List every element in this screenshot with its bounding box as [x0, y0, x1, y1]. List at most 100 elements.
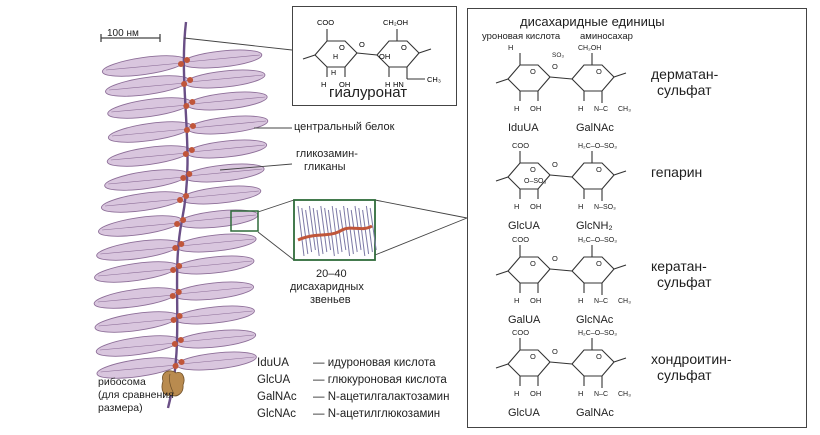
legend-abbr: IduUA — [257, 357, 289, 369]
attachment-dot — [182, 151, 189, 157]
disaccharide-structure — [495, 245, 627, 295]
attachment-dot — [183, 193, 190, 199]
zoom-label-line2: дисахаридных — [290, 281, 364, 293]
atom-o-link: O — [552, 62, 558, 71]
gag-type-name-line2: сульфат — [657, 274, 712, 290]
gag-chain-right — [176, 351, 257, 371]
gag-chain-right — [175, 329, 257, 349]
gag-chain-right — [187, 115, 269, 135]
gag-type-name-line2: сульфат — [657, 367, 712, 383]
hya-o-ring2: O — [401, 43, 407, 52]
legend-abbr: GalNAc — [257, 391, 297, 403]
attachment-dot — [176, 313, 183, 319]
scale-bar-label: 100 нм — [107, 28, 139, 39]
atom-coo: COO — [512, 235, 529, 244]
hya-h1: H — [333, 54, 338, 61]
atom-so3: SO₃ — [552, 52, 564, 59]
gag-chain-right — [173, 281, 255, 301]
atom-oh: OH — [530, 202, 541, 211]
attachment-dot — [183, 127, 190, 133]
zoom-label-line1: 20–40 — [316, 268, 347, 280]
atom-h: H — [578, 389, 583, 398]
hya-h3: H — [321, 80, 326, 89]
right-sugar-name: GlcNH₂ — [576, 220, 613, 232]
legend-abbr: GlcUA — [257, 374, 291, 386]
scale-bar — [100, 34, 161, 42]
hya-oh1: OH — [339, 80, 350, 89]
gag-chain-left — [96, 239, 181, 261]
gag-chain-left — [107, 97, 192, 119]
atom-oh: OH — [530, 104, 541, 113]
gag-type-name: кератан- — [651, 258, 707, 274]
glycosaminoglycan-chains — [93, 49, 269, 379]
gag-chain-right — [176, 233, 257, 253]
atom-nc: N–C — [594, 298, 608, 305]
atom-h: H — [578, 296, 583, 305]
zoom-selection — [230, 210, 259, 232]
gag-chain-right — [184, 163, 265, 183]
attachment-dot — [170, 267, 177, 273]
atom-top-right: H₂C–O–SO₃ — [578, 143, 617, 150]
gag-chain-left — [106, 145, 191, 167]
attachment-dot — [169, 293, 176, 299]
atom-o: O — [596, 259, 602, 268]
atom-h: H — [514, 202, 519, 211]
gag-chain-left — [95, 335, 180, 357]
ribosome-label-line1: рибосома — [98, 376, 146, 388]
attachment-dot — [184, 57, 190, 63]
legend-desc: — N-ацетилгалактозамин — [313, 391, 450, 403]
atom-oso3: O–SO₃ — [524, 178, 546, 185]
gag-chain-right — [186, 139, 268, 159]
attachment-dot — [188, 147, 195, 153]
hya-h2: H — [331, 70, 336, 77]
gag-chain-right — [174, 305, 255, 325]
gag-type-name: дерматан- — [651, 66, 719, 82]
atom-coo: COO — [512, 141, 529, 150]
left-sugar-name: GlcUA — [508, 407, 540, 419]
gag-type-name: хондроитин- — [651, 351, 732, 367]
attachment-dot — [178, 61, 184, 67]
hya-oh2: OH — [379, 52, 390, 61]
atom-o-link: O — [552, 254, 558, 263]
left-sugar-name: GalUA — [508, 314, 541, 326]
atom-coo: COO — [512, 328, 529, 337]
header-uronic: уроновая кислота — [482, 31, 561, 42]
ribosome-label-line3: размера) — [98, 402, 143, 414]
hyaluronate-structure: COO CH₂OH O O O H H H OH OH H HN CH₃ — [302, 18, 441, 89]
gag-chain-left — [98, 215, 183, 237]
gag-chain-left — [100, 191, 186, 213]
legend-desc: — идуроновая кислота — [313, 357, 436, 369]
atom-nso3: N–SO₃ — [594, 204, 616, 211]
attachment-dot — [180, 175, 187, 181]
attachment-dot — [171, 341, 178, 347]
core-protein-label: центральный белок — [294, 121, 395, 133]
left-sugar-name: IduUA — [508, 122, 539, 134]
right-sugar-name: GalNAc — [576, 407, 614, 419]
gag-chain-left — [107, 121, 193, 143]
atom-o: O — [530, 67, 536, 76]
disaccharide-panel: дисахаридные единицы уроновая кислота ам… — [467, 8, 807, 428]
left-sugar-name: GlcUA — [508, 220, 540, 232]
atom-o-link: O — [552, 160, 558, 169]
hyaluronate-box: COO CH₂OH O O O H H H OH OH H HN CH₃ гиа… — [292, 6, 457, 106]
attachment-dot — [186, 171, 193, 177]
atom-ch3: CH₃ — [618, 391, 631, 398]
ribosome-icon — [161, 370, 185, 397]
attachment-dot — [183, 103, 190, 109]
hya-ch2oh: CH₂OH — [383, 18, 408, 27]
hya-coo: COO — [317, 18, 334, 27]
attachment-dot — [178, 241, 185, 247]
gag-label-line1: гликозамин- — [296, 148, 358, 160]
atom-h: H — [514, 104, 519, 113]
gag-chain-left — [104, 169, 189, 191]
atom-h: H — [514, 296, 519, 305]
atom-oh: OH — [530, 296, 541, 305]
legend-desc: — глюкуроновая кислота — [313, 374, 447, 386]
right-sugar-name: GalNAc — [576, 122, 614, 134]
legend-desc: — N-ацетилглюкозамин — [313, 408, 441, 420]
atom-nc: N–C — [594, 106, 608, 113]
gag-chain-right — [181, 49, 263, 69]
